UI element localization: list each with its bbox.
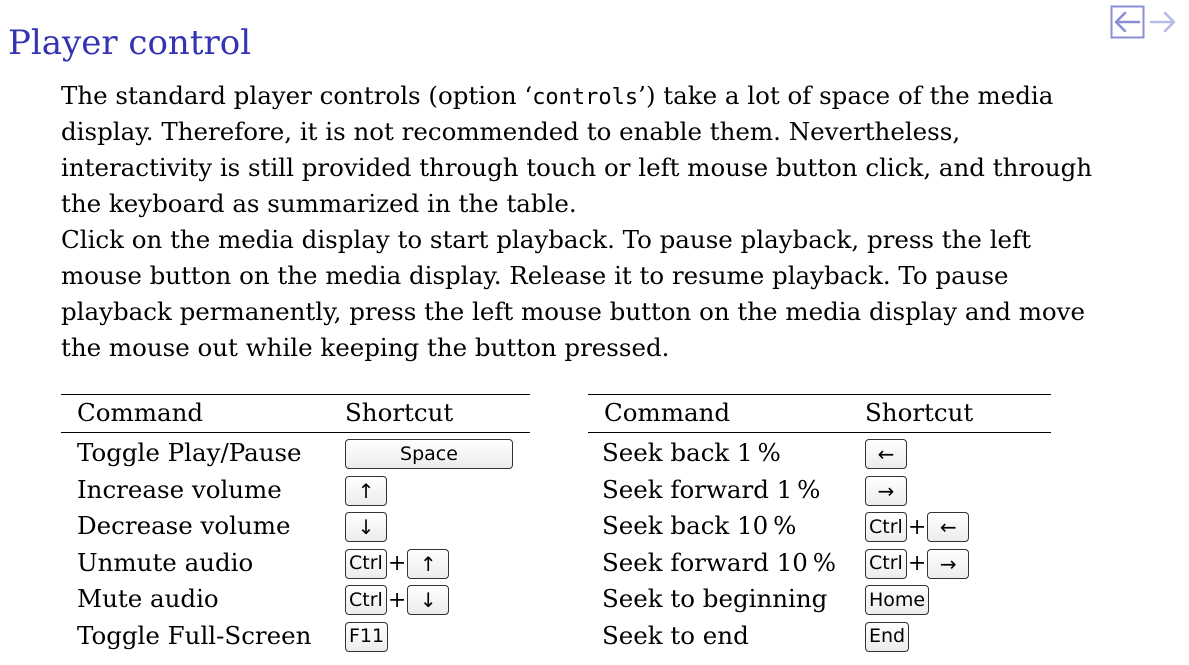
shortcut-keys: ↓: [345, 512, 387, 543]
playback-line-2: mouse button on the media display. Relea…: [61, 261, 1009, 290]
nav-arrows: [1110, 5, 1176, 39]
shortcut-keys: Ctrl+→: [865, 548, 970, 579]
f11-key: F11: [345, 621, 389, 652]
arrow-right-key: →: [865, 475, 907, 506]
table-row: Seek back 1 % ←: [588, 433, 1051, 470]
intro-paragraph: The standard player controls (option ‘co…: [61, 78, 1146, 222]
table-row: Toggle Full-Screen F11: [61, 616, 530, 653]
ctrl-key: Ctrl: [345, 548, 387, 579]
command-label: Unmute audio: [77, 547, 254, 577]
command-label: Mute audio: [77, 584, 219, 614]
arrow-up-key: ↑: [407, 548, 450, 579]
playback-paragraph: Click on the media display to start play…: [61, 222, 1146, 366]
table-body: Seek back 1 %←Seek forward 1 %→Seek back…: [588, 433, 1051, 653]
option-code: controls: [532, 85, 639, 110]
shortcut-keys: Ctrl+←: [865, 512, 970, 543]
arrow-right-icon[interactable]: [1149, 11, 1176, 33]
shortcut-keys: Space: [345, 439, 513, 469]
arrow-down-key: ↓: [407, 585, 450, 616]
table-row: Toggle Play/Pause Space: [61, 433, 530, 470]
table-row: Mute audio Ctrl+↓: [61, 579, 530, 616]
ctrl-key: Ctrl: [865, 548, 907, 579]
arrow-right-key: →: [927, 548, 970, 579]
header-shortcut: Shortcut: [865, 398, 974, 427]
key-plus-separator: +: [387, 587, 407, 613]
shortcut-keys: Ctrl+↑: [345, 548, 450, 579]
table-row: Decrease volume ↓: [61, 506, 530, 543]
arrow-left-icon[interactable]: [1110, 5, 1145, 39]
slide-navigation: [1110, 4, 1182, 40]
table-header: Command Shortcut: [588, 395, 1051, 433]
arrow-up-key: ↑: [345, 475, 387, 506]
table-row: Unmute audio Ctrl+↑: [61, 543, 530, 580]
command-label: Decrease volume: [77, 511, 291, 541]
intro-line-1-end: ’) take a lot of space of the media: [638, 81, 1054, 110]
shortcut-table-right: Command Shortcut Seek back 1 %←Seek forw…: [588, 394, 1051, 653]
table-row: Increase volume ↑: [61, 470, 530, 507]
shortcut-keys: Ctrl+↓: [345, 585, 450, 616]
shortcut-keys: →: [865, 475, 907, 506]
command-label: Seek forward 1 %: [602, 474, 821, 504]
intro-line-2: display. Therefore, it is not recommende…: [61, 117, 961, 146]
ctrl-key: Ctrl: [345, 585, 387, 616]
key-plus-separator: +: [907, 551, 927, 577]
key-plus-separator: +: [907, 514, 927, 540]
shortcut-keys: End: [865, 621, 910, 652]
arrow-left-key: ←: [927, 512, 970, 543]
shortcut-keys: ↑: [345, 475, 387, 506]
key-plus-separator: +: [387, 551, 407, 577]
table-row: Seek forward 1 % →: [588, 470, 1051, 507]
table-row: Seek to beginning Home: [588, 579, 1051, 616]
playback-line-3: playback permanently, press the left mou…: [61, 297, 1086, 326]
table-header: Command Shortcut: [61, 395, 530, 433]
arrow-left-key: ←: [865, 439, 907, 469]
shortcut-keys: F11: [345, 621, 389, 652]
command-label: Seek back 1 %: [602, 438, 781, 467]
table-row: Seek back 10 % Ctrl+←: [588, 506, 1051, 543]
intro-line-3: interactivity is still provided through …: [61, 153, 1093, 182]
space-key: Space: [345, 439, 513, 469]
command-label: Toggle Full-Screen: [77, 620, 312, 650]
table-row: Seek to end End: [588, 616, 1051, 653]
command-label: Seek to end: [602, 620, 749, 650]
command-label: Seek to beginning: [602, 584, 828, 614]
playback-line-4: the mouse out while keeping the button p…: [61, 333, 670, 362]
intro-line-1-start: The standard player controls (option ‘: [61, 81, 533, 110]
arrow-down-key: ↓: [345, 512, 387, 543]
command-label: Increase volume: [77, 474, 282, 504]
intro-line-1: The standard player controls (option ‘co…: [61, 78, 1146, 114]
home-key: Home: [865, 585, 930, 616]
command-label: Seek back 10 %: [602, 511, 797, 541]
table-row: Seek forward 10 % Ctrl+→: [588, 543, 1051, 580]
shortcut-keys: ←: [865, 439, 907, 469]
ctrl-key: Ctrl: [865, 512, 907, 543]
header-command: Command: [77, 398, 204, 427]
header-command: Command: [604, 398, 731, 427]
command-label: Seek forward 10 %: [602, 547, 837, 577]
page-title: Player control: [8, 23, 252, 63]
shortcut-keys: Home: [865, 585, 930, 616]
header-shortcut: Shortcut: [345, 398, 454, 427]
end-key: End: [865, 621, 910, 652]
intro-line-4: the keyboard as summarized in the table.: [61, 189, 577, 218]
command-label: Toggle Play/Pause: [77, 438, 302, 467]
playback-line-1: Click on the media display to start play…: [61, 225, 1031, 254]
